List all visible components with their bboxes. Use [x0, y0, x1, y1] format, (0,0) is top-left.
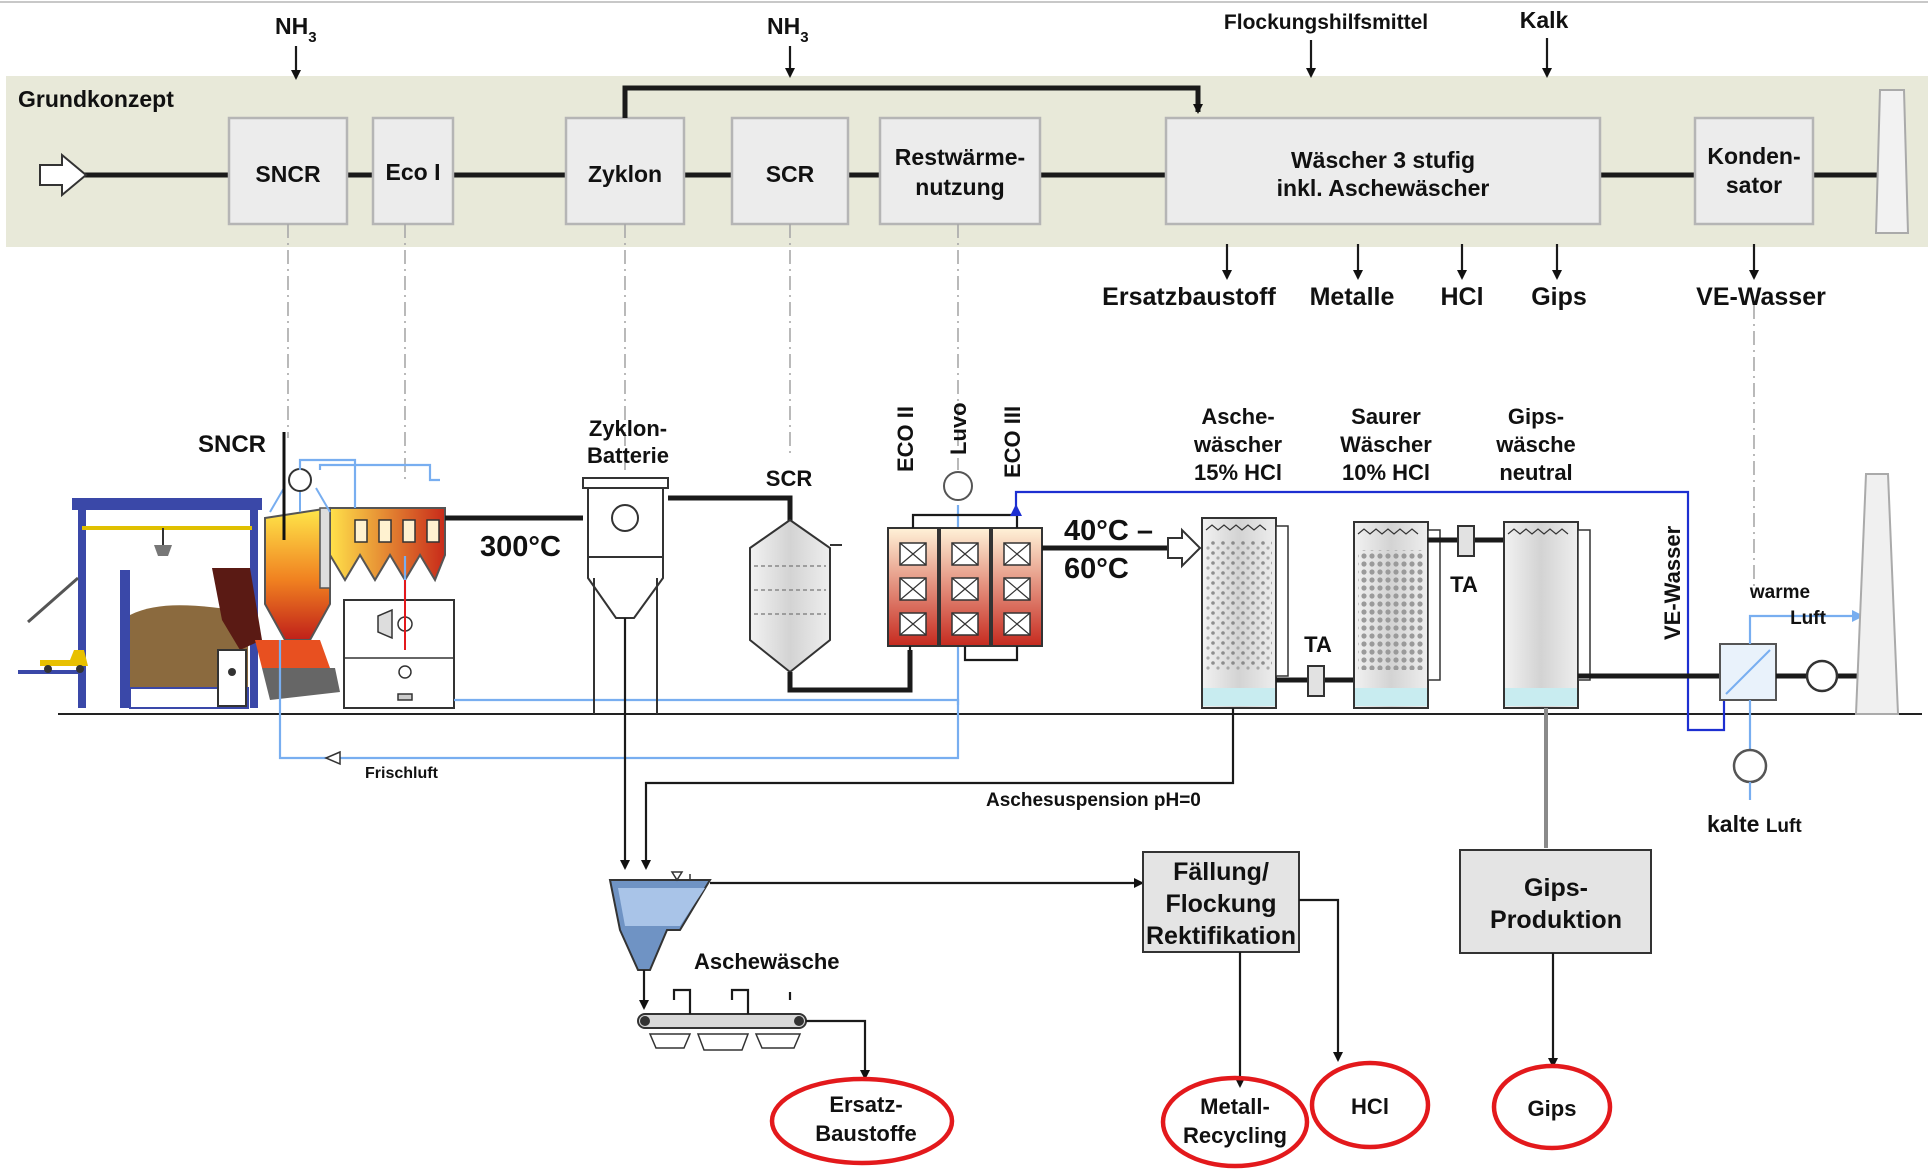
svg-text:Recycling: Recycling	[1183, 1123, 1287, 1148]
svg-text:Asche-: Asche-	[1201, 404, 1274, 429]
svg-text:Metalle: Metalle	[1310, 283, 1395, 311]
svg-text:SNCR: SNCR	[255, 161, 321, 187]
svg-text:NH3: NH3	[275, 13, 317, 46]
svg-text:Zyklon-: Zyklon-	[589, 416, 667, 441]
svg-text:Batterie: Batterie	[587, 443, 669, 468]
svg-text:Baustoffe: Baustoffe	[815, 1121, 916, 1146]
svg-text:ECO II: ECO II	[893, 406, 918, 472]
svg-text:NH3: NH3	[767, 13, 809, 46]
scr-reactor	[749, 518, 842, 674]
precipitation-box: Fällung/ Flockung Rektifikation	[1142, 851, 1300, 953]
concept-box-waescher: Wäscher 3 stufig inkl. Aschewäscher	[1164, 116, 1602, 226]
svg-text:Wäscher: Wäscher	[1340, 432, 1432, 457]
svg-text:Kalk: Kalk	[1520, 7, 1569, 33]
product-ersatzbaustoffe: Ersatz- Baustoffe	[769, 1076, 955, 1166]
svg-text:Produktion: Produktion	[1490, 906, 1622, 934]
svg-text:HCl: HCl	[1351, 1094, 1389, 1119]
economizer-block	[887, 513, 1043, 662]
svg-text:Aschewäsche: Aschewäsche	[694, 949, 840, 974]
svg-text:Frischluft: Frischluft	[365, 765, 439, 782]
luvo-fan-icon	[943, 471, 973, 501]
svg-text:Aschesuspension pH=0: Aschesuspension pH=0	[986, 790, 1201, 811]
svg-text:Rektifikation: Rektifikation	[1146, 922, 1296, 950]
concept-box-restwaerme: Restwärme- nutzung	[878, 116, 1042, 226]
exhaust-fan-icon	[1805, 659, 1839, 693]
svg-text:HCl: HCl	[1440, 283, 1483, 311]
svg-text:Metall-: Metall-	[1200, 1094, 1270, 1119]
product-hcl: HCl	[1309, 1060, 1431, 1150]
svg-text:neutral: neutral	[1499, 460, 1572, 485]
concept-box-sncr: SNCR	[227, 116, 349, 226]
svg-text:Gips-: Gips-	[1508, 404, 1564, 429]
svg-text:Ersatzbaustoff: Ersatzbaustoff	[1102, 283, 1276, 311]
cold-air-fan-icon	[1732, 748, 1768, 784]
concept-stack	[1874, 89, 1910, 234]
concept-label: Grundkonzept	[18, 86, 174, 112]
svg-text:wäsche: wäsche	[1495, 432, 1576, 457]
ash-wash-settler	[608, 871, 712, 971]
svg-text:Flockung: Flockung	[1165, 890, 1276, 918]
svg-text:VE-Wasser: VE-Wasser	[1660, 525, 1685, 640]
svg-text:ECO III: ECO III	[1000, 406, 1025, 478]
concept-box-eco1: Eco I	[371, 116, 455, 226]
svg-text:Wäscher 3 stufig: Wäscher 3 stufig	[1291, 147, 1475, 173]
ash-scrubber	[1201, 517, 1289, 709]
svg-text:Eco I: Eco I	[386, 159, 441, 185]
product-metall-recycling: Metall- Recycling	[1160, 1075, 1310, 1169]
svg-text:Luvo: Luvo	[946, 402, 971, 455]
svg-text:TA: TA	[1450, 572, 1478, 597]
svg-text:nutzung: nutzung	[915, 174, 1004, 200]
svg-text:VE-Wasser: VE-Wasser	[1696, 283, 1826, 311]
svg-text:Ersatz-: Ersatz-	[829, 1092, 902, 1117]
svg-text:Luft: Luft	[1790, 608, 1827, 629]
concept-box-zyklon: Zyklon	[564, 116, 686, 226]
svg-text:60°C: 60°C	[1064, 553, 1129, 585]
svg-text:sator: sator	[1726, 172, 1782, 198]
svg-text:Flockungshilfsmittel: Flockungshilfsmittel	[1224, 11, 1428, 34]
svg-text:Zyklon: Zyklon	[588, 161, 662, 187]
lime-input: Kalk	[1520, 7, 1569, 78]
gypsum-scrubber	[1503, 521, 1591, 709]
svg-text:Gips: Gips	[1531, 283, 1587, 311]
svg-text:TA: TA	[1304, 632, 1332, 657]
svg-text:Saurer: Saurer	[1351, 404, 1421, 429]
concept-box-kondensator: Konden- sator	[1693, 116, 1815, 226]
svg-text:Gips: Gips	[1528, 1096, 1577, 1121]
concept-outputs: Ersatzbaustoff Metalle HCl Gips VE-Wasse…	[1102, 244, 1826, 311]
svg-text:SCR: SCR	[766, 161, 815, 187]
svg-text:Konden-: Konden-	[1707, 143, 1800, 169]
svg-text:Restwärme-: Restwärme-	[895, 144, 1025, 170]
svg-text:warme: warme	[1749, 582, 1810, 603]
correspondence-lines	[287, 224, 1755, 590]
belt-filter	[637, 988, 807, 1051]
svg-text:SCR: SCR	[766, 466, 813, 491]
steam-turbine	[343, 599, 455, 709]
nh3-input-2: NH3	[767, 13, 809, 78]
svg-text:Gips-: Gips-	[1524, 874, 1588, 902]
gypsum-production-box: Gips- Produktion	[1459, 849, 1652, 954]
svg-text:wäscher: wäscher	[1193, 432, 1282, 457]
product-gips: Gips	[1491, 1063, 1613, 1151]
concept-box-scr: SCR	[730, 116, 850, 226]
acid-scrubber	[1353, 521, 1441, 709]
condenser	[1719, 643, 1777, 701]
svg-text:15% HCl: 15% HCl	[1194, 460, 1282, 485]
svg-text:inkl. Aschewäscher: inkl. Aschewäscher	[1277, 175, 1490, 201]
boiler-furnace	[212, 468, 446, 707]
nh3-input-1: NH3	[275, 13, 317, 80]
svg-text:kalte Luft: kalte Luft	[1707, 811, 1802, 837]
stack	[1854, 473, 1900, 715]
flocking-agent-input: Flockungshilfsmittel	[1224, 11, 1428, 78]
svg-text:SNCR: SNCR	[198, 431, 266, 458]
svg-text:40°C –: 40°C –	[1064, 515, 1153, 547]
svg-text:Fällung/: Fällung/	[1173, 858, 1269, 886]
gas-inlet-arrow	[39, 152, 88, 198]
waste-bunker	[18, 498, 262, 709]
svg-text:10% HCl: 10% HCl	[1342, 460, 1430, 485]
svg-text:300°C: 300°C	[480, 531, 561, 563]
cyclone-battery	[582, 477, 669, 714]
